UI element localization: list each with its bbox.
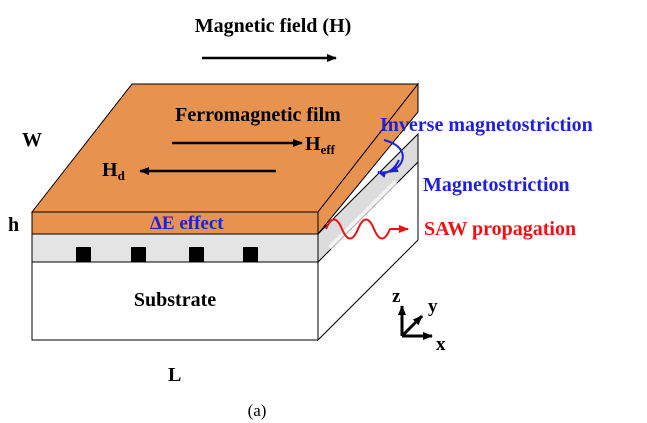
axis-indicator [398,305,433,340]
layer-right-stripes [328,180,398,250]
magnetic-field-label: Magnetic field (H) [195,15,352,37]
electrode [131,247,146,262]
axis-y-label: y [428,296,438,317]
h-d-label: Hd [102,159,126,183]
electrode [243,247,258,262]
electrode [76,247,91,262]
saw-propagation-label: SAW propagation [424,218,576,240]
width-label: W [22,129,42,151]
inverse-magnetostriction-label: Inverse magnetostriction [380,114,593,136]
magnetostriction-curve [377,159,400,178]
h-eff-label: Heff [305,133,336,157]
substrate-front-face [31,261,319,341]
layer-front-face [31,233,319,263]
figure-caption: (a) [248,401,267,420]
inverse-magnetostriction-curve [383,139,404,173]
axis-x-label: x [436,334,446,355]
ferromagnetic-film-label: Ferromagnetic film [175,104,341,126]
delta-e-effect-label: ΔE effect [150,213,224,234]
electrode [189,247,204,262]
substrate-label: Substrate [134,289,216,311]
saw-wave [325,218,409,240]
axis-z-label: z [392,286,401,307]
length-label: L [168,364,181,386]
magnetostriction-label: Magnetostriction [423,174,570,196]
thickness-label: h [8,214,19,236]
film-right-face [317,82,419,236]
